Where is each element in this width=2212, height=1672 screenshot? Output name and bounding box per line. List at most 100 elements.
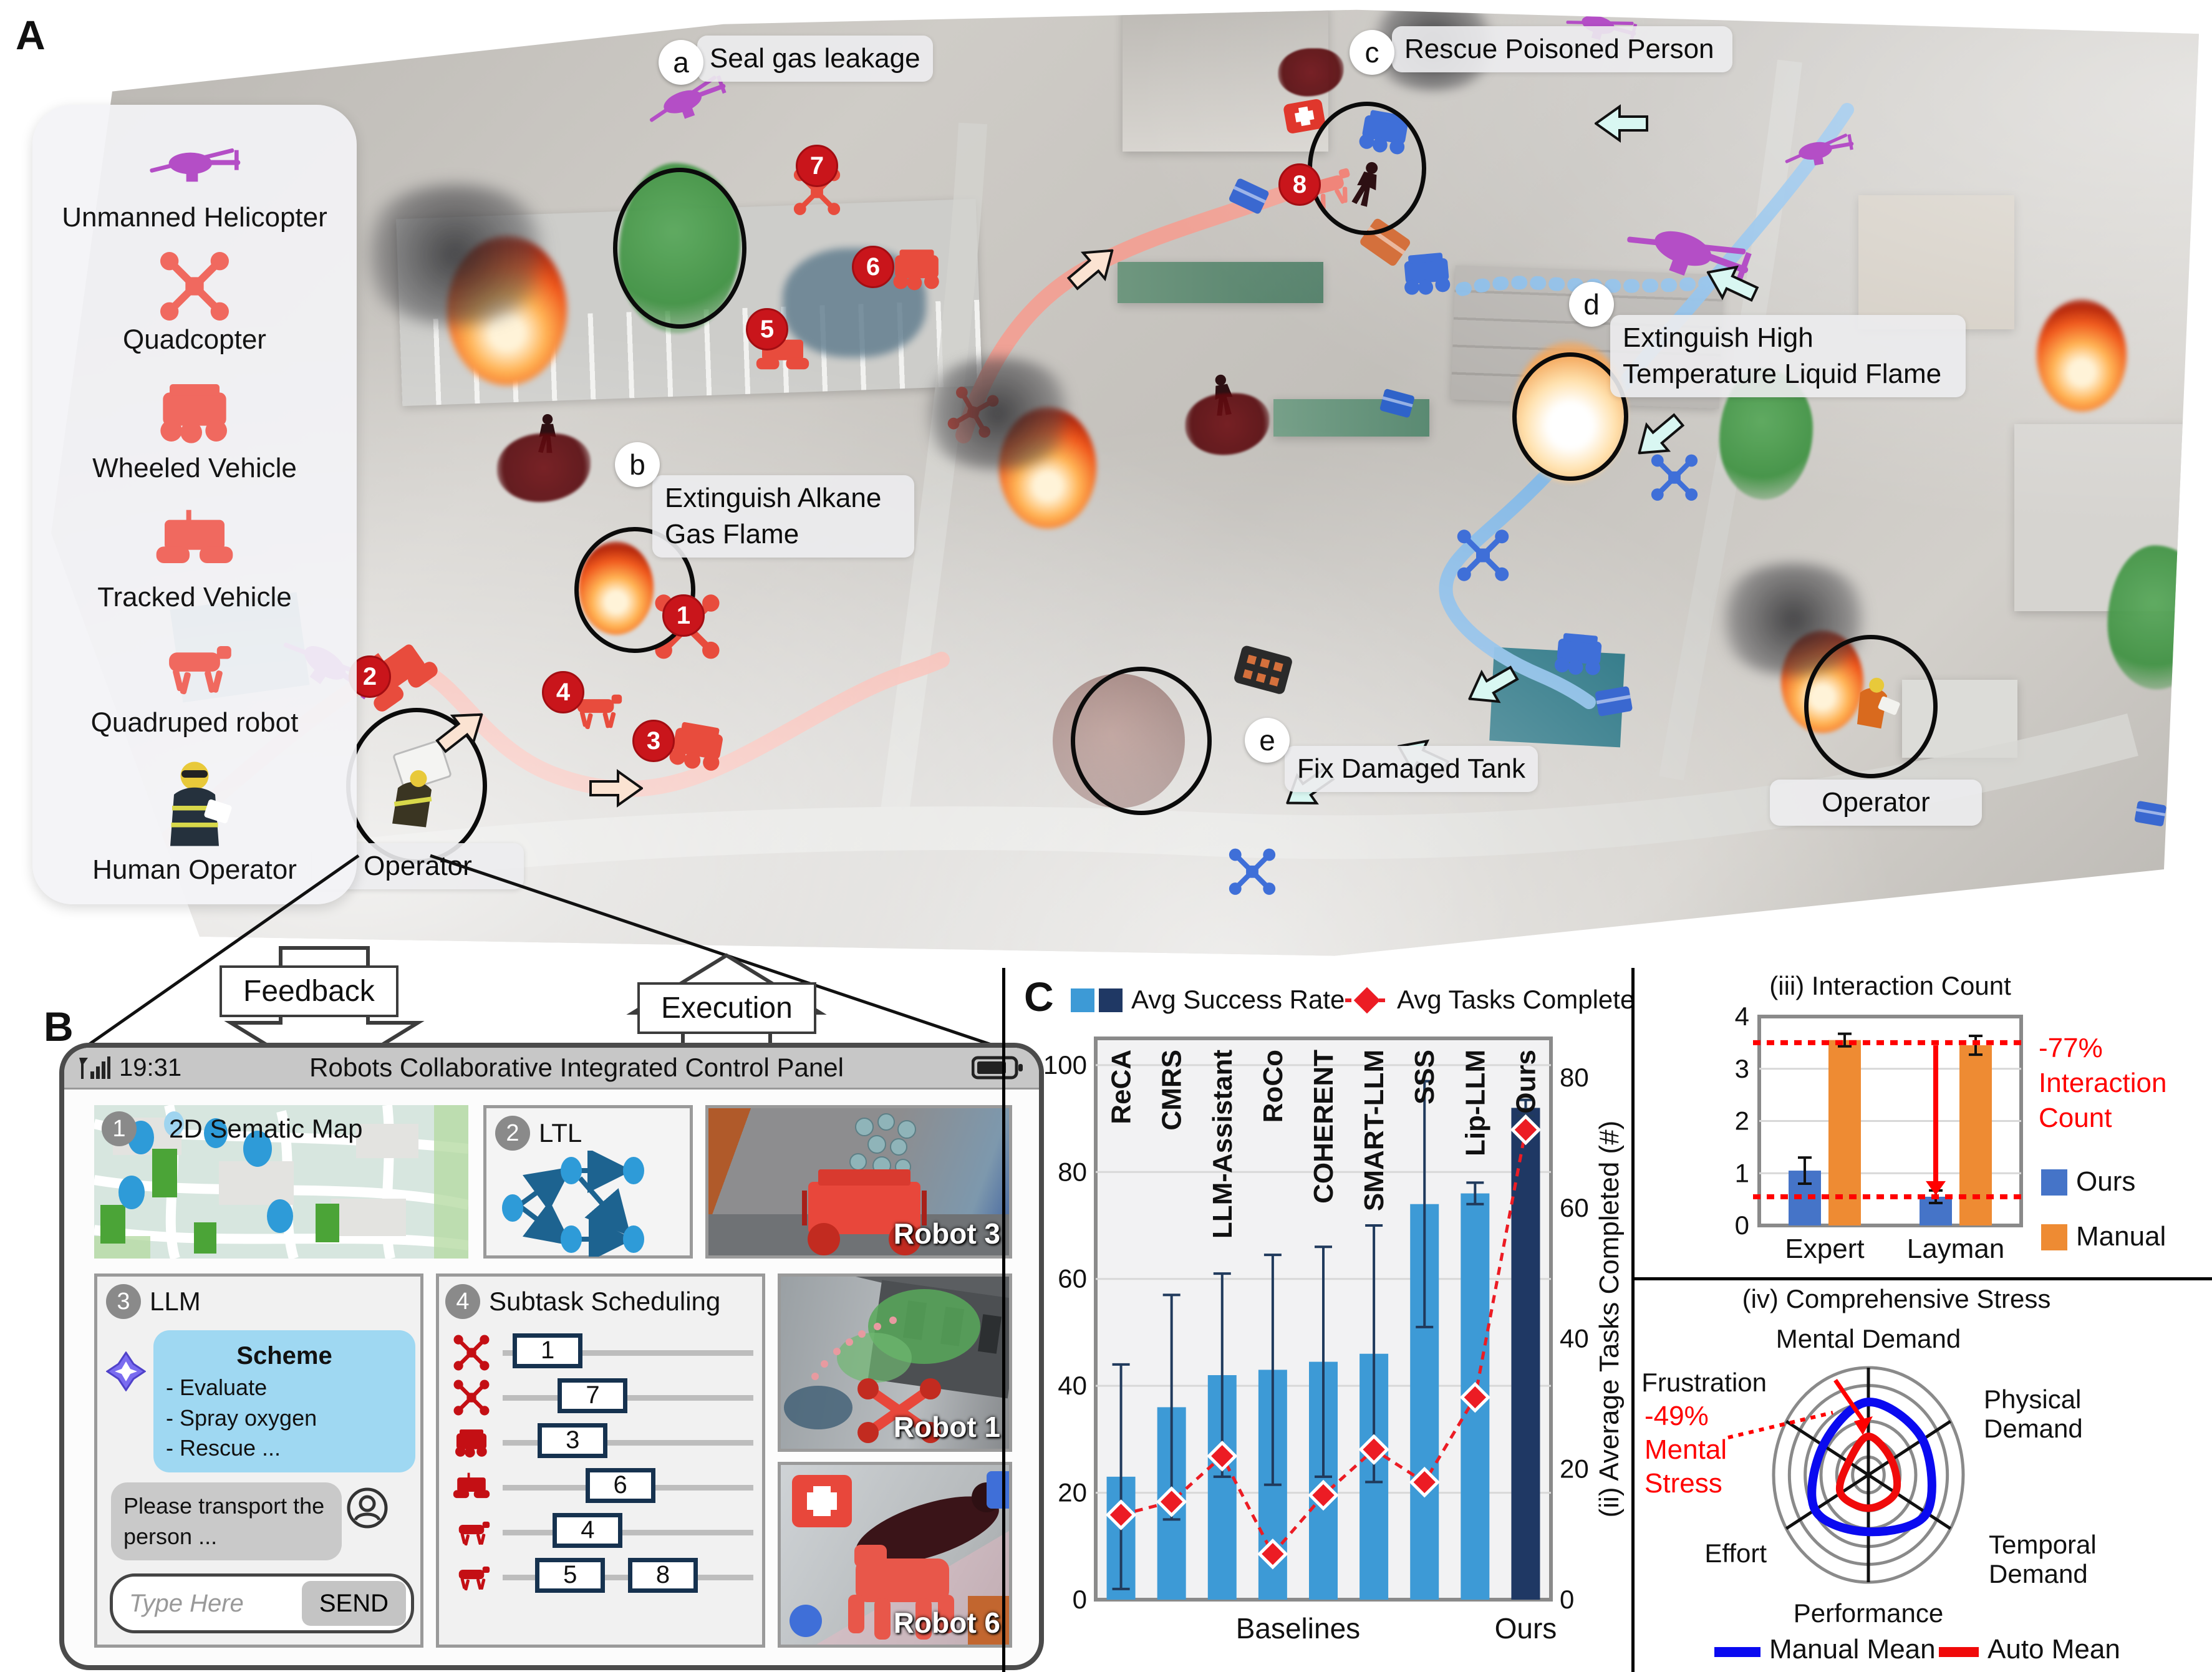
robot-6-photo[interactable]: Robot 6	[778, 1462, 1012, 1648]
scheme-items: - Evaluate- Spray oxygen- Rescue ...	[166, 1373, 403, 1464]
waypoint-badge-3: 3	[632, 720, 675, 762]
robot-3-photo[interactable]: Robot 3	[705, 1105, 1012, 1259]
divider-iii-iv	[1631, 1277, 2212, 1280]
scheme-title: Scheme	[236, 1342, 332, 1370]
map-marker-smoke	[352, 184, 558, 325]
subtask-box-3[interactable]: 3	[538, 1423, 608, 1458]
subtask-title: Subtask Scheduling	[489, 1287, 721, 1316]
legend-item-quadcopter: Quadcopter	[123, 252, 266, 355]
signal-icon	[79, 1056, 110, 1079]
annotation-circle-operator-right	[1804, 635, 1938, 778]
divider-c-right	[1631, 968, 1635, 1672]
svg-text:Demand: Demand	[1984, 1414, 2083, 1443]
legend-label: Unmanned Helicopter	[62, 202, 327, 233]
svg-text:Performance: Performance	[1794, 1598, 1943, 1628]
map-marker-heli	[1774, 113, 1863, 186]
semantic-map-card[interactable]: 1 2D Sematic Map	[94, 1105, 468, 1259]
statusbar: 19:31 Robots Collaborative Integrated Co…	[64, 1048, 1039, 1090]
map-marker-fire	[2037, 299, 2127, 412]
svg-text:3: 3	[1735, 1054, 1749, 1083]
card-4-number: 4	[445, 1284, 480, 1319]
subtask-box-6[interactable]: 6	[585, 1467, 655, 1503]
quadruped-robot-icon	[458, 1521, 490, 1546]
path-arrow	[1595, 104, 1648, 143]
task-letter-badge-b: b	[615, 442, 660, 487]
subtask-track: 1	[503, 1333, 753, 1368]
map-marker-heli	[630, 50, 742, 149]
svg-text:COHERENT: COHERENT	[1308, 1050, 1339, 1204]
svg-text:Ours: Ours	[2076, 1166, 2135, 1197]
task-label-line: Gas Flame	[665, 519, 799, 550]
ltl-card[interactable]: 2 LTL	[483, 1105, 693, 1259]
scheme-item: - Rescue ...	[166, 1435, 281, 1461]
map-marker-box	[1361, 372, 1434, 437]
subtask-box-1[interactable]: 1	[513, 1333, 583, 1368]
subtask-track: 6	[503, 1467, 753, 1503]
subtask-row-1: 1	[448, 1333, 753, 1373]
svg-text:CMRS: CMRS	[1157, 1050, 1187, 1131]
subtask-box-5[interactable]: 5	[535, 1557, 606, 1593]
map-marker-wheel	[882, 242, 951, 298]
svg-text:SSS: SSS	[1409, 1050, 1440, 1104]
quadcopter-icon	[160, 252, 229, 321]
svg-text:Baselines: Baselines	[1236, 1612, 1360, 1645]
svg-text:20: 20	[1560, 1454, 1589, 1484]
chat-input[interactable]: Type Here SEND	[110, 1573, 414, 1633]
llm-title: LLM	[150, 1287, 201, 1316]
llm-card[interactable]: 3 LLM Scheme - Evaluate- Spray oxygen- R…	[94, 1273, 423, 1648]
robot-1-photo[interactable]: Robot 1	[778, 1273, 1012, 1452]
clock: 19:31	[119, 1053, 182, 1081]
svg-text:-77%: -77%	[2039, 1033, 2103, 1063]
tracked-vehicle-icon	[453, 1472, 490, 1499]
map-marker-box	[2117, 786, 2183, 843]
svg-text:Manual: Manual	[2076, 1221, 2166, 1252]
subtask-track: 4	[503, 1512, 753, 1548]
map-marker-aid	[1266, 84, 1343, 151]
legend-label: Quadruped robot	[90, 707, 299, 738]
control-panel: 19:31 Robots Collaborative Integrated Co…	[59, 1043, 1044, 1670]
task-label-line: Fix Damaged Tank	[1297, 753, 1526, 784]
subtask-track: 7	[503, 1378, 753, 1413]
robot-6-scene	[790, 1471, 1009, 1645]
legend-label: Tracked Vehicle	[97, 581, 292, 612]
feedback-label: Feedback	[220, 965, 398, 1017]
human-operator-icon	[170, 761, 232, 846]
subtask-box-8[interactable]: 8	[628, 1557, 698, 1593]
svg-text:80: 80	[1560, 1063, 1589, 1092]
send-button[interactable]: SEND	[301, 1581, 406, 1626]
map-marker-dog	[561, 684, 630, 740]
svg-text:Mental Demand: Mental Demand	[1776, 1324, 1961, 1353]
card-2-number: 2	[495, 1116, 530, 1151]
map-marker-gas	[2107, 545, 2199, 690]
subtask-box-7[interactable]: 7	[558, 1378, 628, 1413]
subtask-row-5: 4	[448, 1512, 753, 1552]
task-label-line: Extinguish High	[1623, 322, 1814, 353]
subtask-box-4[interactable]: 4	[553, 1512, 623, 1548]
annotation-circle-alkane-flame	[574, 527, 695, 653]
quadcopter-icon	[453, 1335, 490, 1371]
svg-text:Stress: Stress	[1645, 1468, 1722, 1499]
svg-text:0: 0	[1073, 1585, 1087, 1614]
annotation-circle-poisoned-person	[1308, 102, 1426, 235]
svg-text:Expert: Expert	[1785, 1234, 1864, 1264]
scheme-item: - Evaluate	[166, 1375, 268, 1400]
svg-text:Interaction: Interaction	[2039, 1068, 2166, 1098]
map-marker-box	[1575, 669, 1653, 736]
wheeled-vehicle-icon	[160, 384, 227, 444]
svg-text:4: 4	[1735, 1002, 1749, 1031]
green-pond-building	[1118, 262, 1323, 303]
legend-item-quadruped-robot: Quadruped robot	[90, 632, 299, 738]
svg-text:2: 2	[1735, 1106, 1749, 1136]
svg-text:80: 80	[1058, 1157, 1087, 1186]
legend-item-wheeled-vehicle: Wheeled Vehicle	[92, 374, 297, 484]
wheeled-vehicle-icon	[455, 1429, 487, 1458]
svg-text:1: 1	[1735, 1158, 1749, 1187]
ai-icon	[106, 1351, 146, 1391]
task-label-line: Seal gas leakage	[710, 43, 920, 74]
path-arrow	[1467, 665, 1519, 703]
